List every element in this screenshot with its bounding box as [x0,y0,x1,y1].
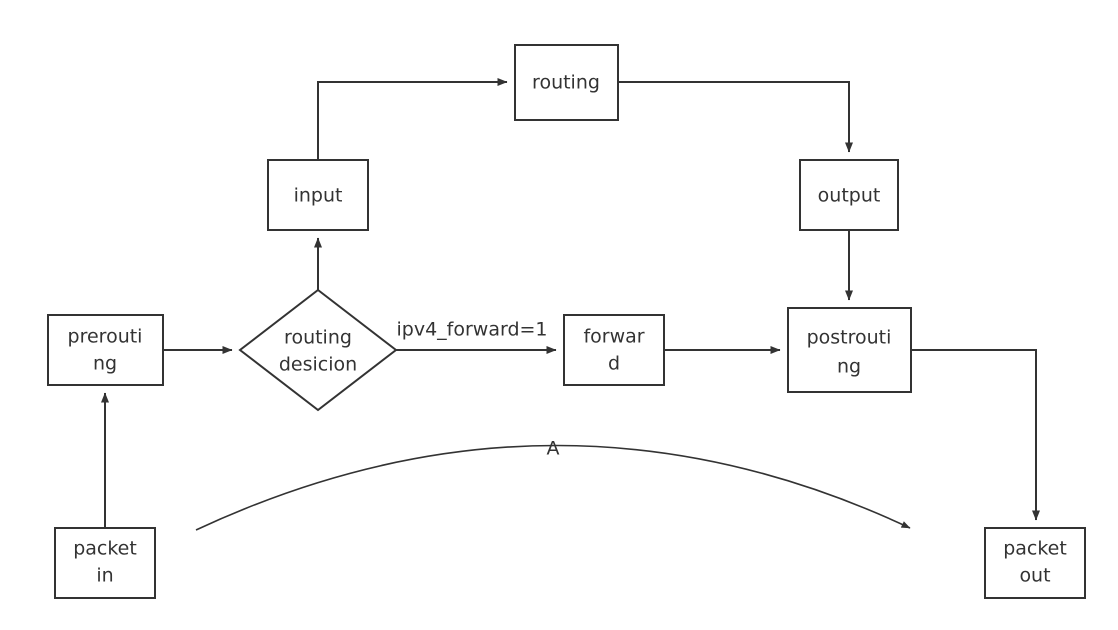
edge-label-ipv4-forward: ipv4_forward=1 [396,319,547,341]
output-label: output [818,185,881,207]
edge-label-curve-a: A [547,438,560,460]
packet-in-box[interactable] [54,527,156,599]
postrouting-box[interactable] [787,307,912,393]
packet-out-box[interactable] [984,527,1086,599]
prerouting-box[interactable] [47,314,164,386]
prerouting-label-line2: ng [93,353,117,375]
node-forward[interactable]: forwar d [563,314,665,386]
packet-in-label-line2: in [96,565,113,587]
input-label: input [294,185,343,207]
forward-box[interactable] [563,314,665,386]
routing-box[interactable] [514,44,619,121]
edge-input-to-routing [317,78,508,160]
edge-postrouting-to-packetout [911,349,1040,521]
edge-curve-a [195,444,911,531]
node-packet-in[interactable]: packet in [54,527,156,599]
routing-desicion-label-line2: desicion [279,354,357,376]
node-routing-desicion[interactable]: routing desicion [238,288,398,412]
postrouting-label-line1: postrouti [807,327,892,349]
node-routing[interactable]: routing [514,44,619,121]
routing-label: routing [532,72,600,94]
packet-in-label-line1: packet [73,538,137,560]
forward-label-line2: d [608,353,620,375]
node-postrouting[interactable]: postrouti ng [787,307,912,393]
output-box[interactable] [799,159,899,231]
packet-out-label-line1: packet [1003,538,1067,560]
prerouting-label-line1: prerouti [68,326,143,348]
edge-routing-to-output [618,81,853,153]
node-packet-out[interactable]: packet out [984,527,1086,599]
routing-desicion-diamond[interactable] [238,288,398,412]
node-output[interactable]: output [799,159,899,231]
input-box[interactable] [267,159,369,231]
packet-out-label-line2: out [1019,565,1050,587]
forward-label-line1: forwar [583,326,644,348]
routing-desicion-label-line1: routing [284,327,352,349]
postrouting-label-line2: ng [837,356,861,378]
node-prerouting[interactable]: prerouti ng [47,314,164,386]
node-input[interactable]: input [267,159,369,231]
